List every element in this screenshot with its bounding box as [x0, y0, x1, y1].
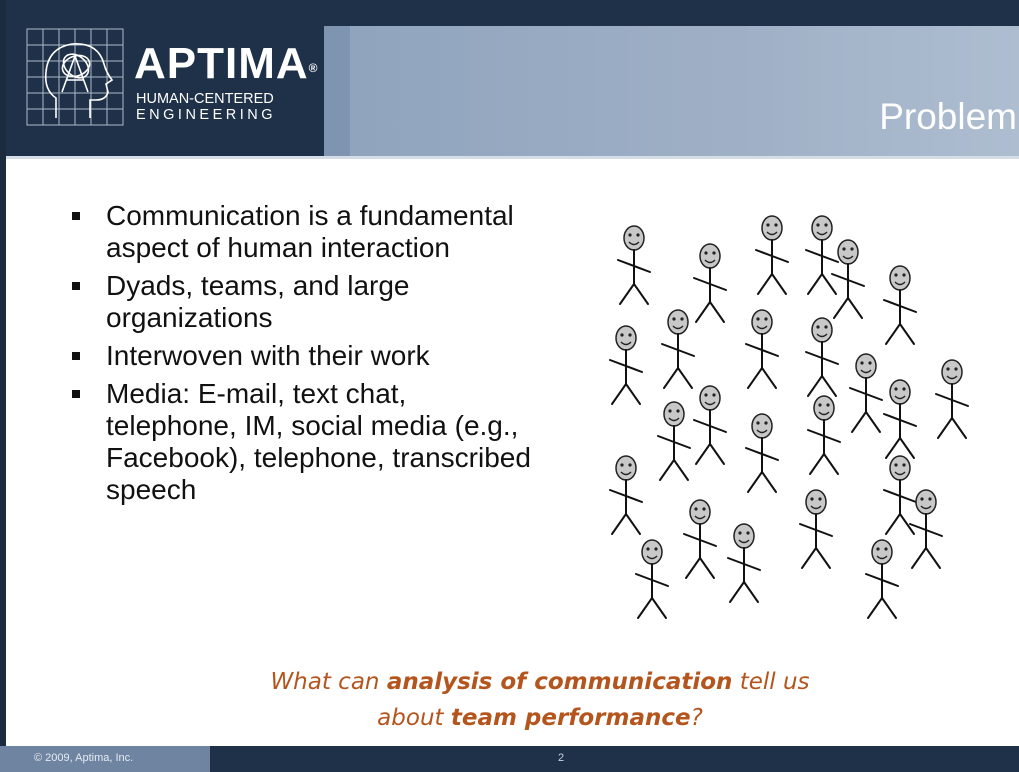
key-question: What can analysis of communication tell …	[160, 664, 920, 736]
bullet-item: Dyads, teams, and large organizations	[72, 270, 542, 334]
stick-figure-icon	[935, 359, 969, 439]
footer-copyright: © 2009, Aptima, Inc.	[34, 752, 134, 764]
registered-mark: ®	[308, 61, 319, 75]
bullet-square-icon	[72, 352, 80, 360]
bullet-list: Communication is a fundamental aspect of…	[72, 200, 542, 512]
stick-figure-icon	[909, 489, 943, 569]
bullet-text: Media: E-mail, text chat, telephone, IM,…	[106, 378, 531, 505]
question-text: about	[377, 705, 451, 731]
page-number: 2	[558, 752, 565, 764]
banner-top-strip	[324, 0, 1019, 26]
stick-figure-icon	[799, 489, 833, 569]
bullet-item: Interwoven with their work	[72, 340, 542, 372]
question-text: ?	[690, 705, 703, 731]
stick-figure-icon	[727, 523, 761, 603]
stick-figure-icon	[805, 215, 839, 295]
stick-figure-icon	[865, 539, 899, 619]
stick-figure-icon	[609, 455, 643, 535]
stick-figure-icon	[883, 455, 917, 535]
aptima-logo-icon	[26, 28, 124, 126]
logo-tagline-1: HUMAN-CENTERED	[136, 91, 274, 107]
bullet-text: Dyads, teams, and large organizations	[106, 270, 410, 333]
stick-figure-icon	[745, 309, 779, 389]
stick-figure-icon	[635, 539, 669, 619]
stick-figure-icon	[805, 317, 839, 397]
slide-title: Problem	[879, 96, 1017, 137]
banner-left-strip	[324, 26, 350, 158]
logo-name-text: APTIMA	[134, 39, 309, 88]
footer-left-panel	[0, 746, 210, 772]
bullet-square-icon	[72, 212, 80, 220]
stick-figure-crowd-icon	[609, 215, 969, 619]
stick-figure-icon	[807, 395, 841, 475]
logo-tagline-2: ENGINEERING	[136, 107, 277, 123]
bullet-text: Interwoven with their work	[106, 340, 430, 371]
bullet-square-icon	[72, 282, 80, 290]
stick-figure-icon	[617, 225, 651, 305]
stick-figure-icon	[683, 499, 717, 579]
header-divider	[6, 156, 1019, 159]
bullet-item: Communication is a fundamental aspect of…	[72, 200, 542, 264]
stick-figure-icon	[609, 325, 643, 405]
stick-figure-icon	[831, 239, 865, 319]
stick-figure-icon	[883, 265, 917, 345]
bullet-item: Media: E-mail, text chat, telephone, IM,…	[72, 378, 542, 506]
stick-figure-icon	[755, 215, 789, 295]
question-text: tell us	[732, 669, 810, 695]
stick-figure-icon	[693, 243, 727, 323]
question-text: What can	[270, 669, 387, 695]
stick-figure-icon	[661, 309, 695, 389]
slide-frame-edge	[0, 0, 6, 772]
stick-figure-icon	[745, 413, 779, 493]
bullet-text: Communication is a fundamental aspect of…	[106, 200, 514, 263]
question-emphasis: team performance	[450, 705, 691, 731]
question-emphasis: analysis of communication	[386, 669, 733, 695]
slide-header: APTIMA® HUMAN-CENTERED ENGINEERING Probl…	[0, 0, 1019, 159]
stick-figure-icon	[849, 353, 883, 433]
title-banner	[324, 0, 1019, 158]
slide-footer: © 2009, Aptima, Inc. 2	[0, 746, 1019, 772]
stick-figure-icon	[693, 385, 727, 465]
stick-figure-icon	[883, 379, 917, 459]
stick-figure-icon	[657, 401, 691, 481]
bullet-square-icon	[72, 390, 80, 398]
logo-wordmark: APTIMA®	[134, 42, 319, 86]
